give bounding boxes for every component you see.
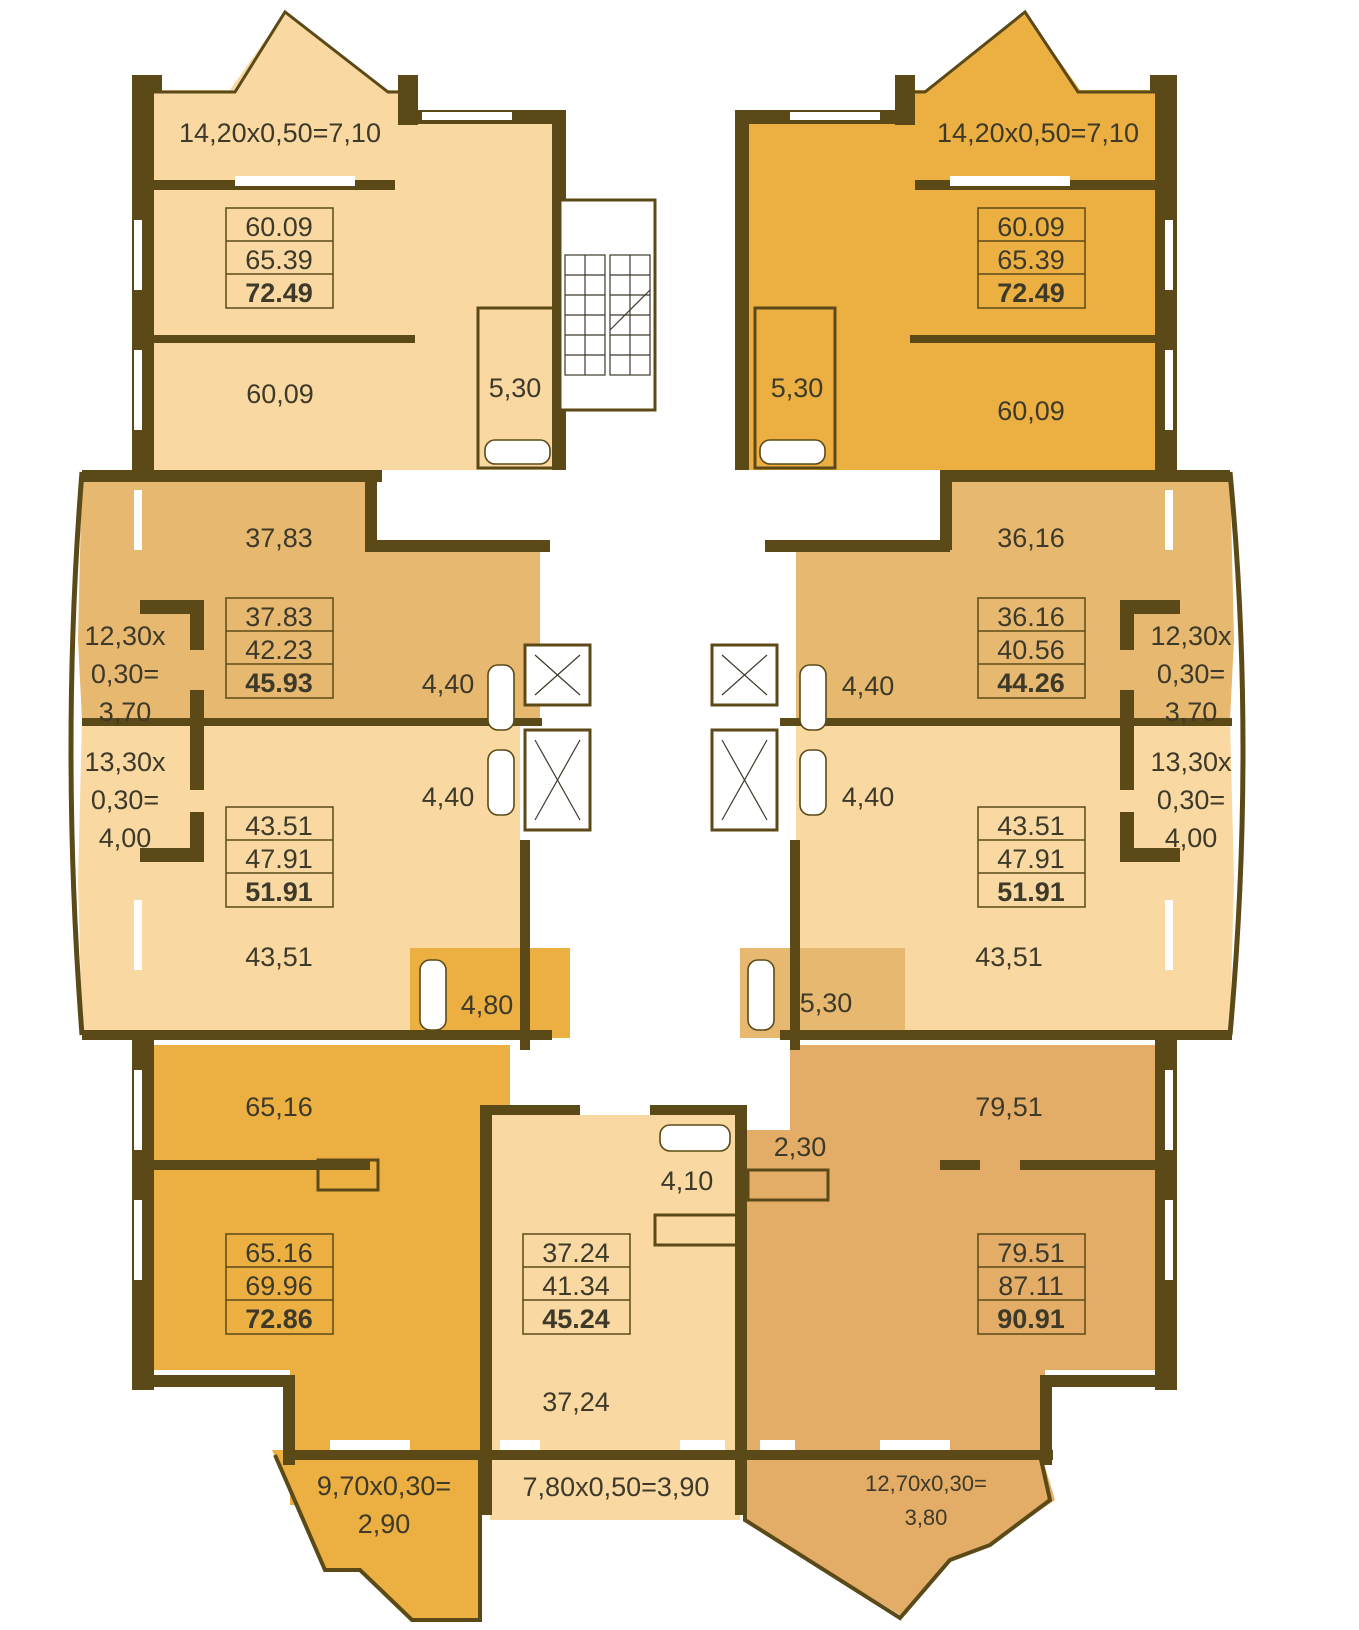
unit-mid-lower-right-bath-b: 5,30: [800, 988, 853, 1018]
unit-mid-upper-left-area-box: 37.83 42.23 45.93: [225, 597, 334, 699]
unit-mid-upper-left-balcony-l1: 12,30x: [84, 621, 166, 651]
unit-bottom-left-balcony-l1: 9,70x0,30=: [317, 1471, 451, 1501]
unit-mid-upper-left-area-living: 37.83: [245, 602, 313, 632]
unit-mid-lower-left-balcony-l1: 13,30x: [84, 747, 166, 777]
unit-top-right-area-total: 65.39: [997, 245, 1065, 275]
unit-mid-upper-right-area-full: 44.26: [997, 668, 1065, 698]
unit-top-left-area-living: 60.09: [245, 212, 313, 242]
unit-mid-lower-left-area-box: 43.51 47.91 51.91: [225, 806, 334, 908]
unit-mid-lower-left-room-area: 43,51: [245, 942, 313, 972]
unit-top-right-bath-area: 5,30: [771, 373, 824, 403]
unit-bottom-right-area-living: 79.51: [997, 1238, 1065, 1268]
unit-bottom-center-bath-area: 4,10: [661, 1166, 714, 1196]
unit-top-right-area-living: 60.09: [997, 212, 1065, 242]
unit-bottom-center-room-area: 37,24: [542, 1387, 610, 1417]
unit-bottom-left-balcony-l2: 2,90: [358, 1509, 411, 1539]
unit-mid-lower-left-area-living: 43.51: [245, 811, 313, 841]
unit-mid-lower-right-balcony-l2: 0,30=: [1157, 785, 1225, 815]
unit-mid-lower-left-balcony-l2: 0,30=: [91, 785, 159, 815]
staircase: [558, 198, 657, 412]
unit-mid-lower-right-area-living: 43.51: [997, 811, 1065, 841]
unit-mid-upper-left-area-full: 45.93: [245, 668, 313, 698]
unit-top-right-floor: [748, 120, 1160, 470]
unit-bottom-right-balcony: [745, 1450, 1055, 1615]
elevators: [523, 643, 779, 832]
unit-mid-lower-left-area-total: 47.91: [245, 844, 313, 874]
unit-mid-lower-right-area-total: 47.91: [997, 844, 1065, 874]
unit-bottom-right-balcony-l2: 3,80: [905, 1505, 948, 1530]
unit-mid-upper-left-bath-area: 4,40: [422, 669, 475, 699]
unit-bottom-right[interactable]: [745, 1045, 1160, 1450]
unit-bottom-right-room-area: 79,51: [975, 1092, 1043, 1122]
unit-bottom-right-area-full: 90.91: [997, 1304, 1065, 1334]
unit-top-right-room-area: 60,09: [997, 396, 1065, 426]
unit-mid-upper-right-balcony-l2: 0,30=: [1157, 659, 1225, 689]
unit-bottom-left-area-total: 69.96: [245, 1271, 313, 1301]
unit-mid-upper-right-area-box: 36.16 40.56 44.26: [977, 597, 1086, 699]
unit-bottom-center-area-box: 37.24 41.34 45.24: [522, 1233, 631, 1335]
unit-top-left-floor: [145, 120, 558, 470]
unit-bottom-left-balcony: [272, 1450, 480, 1618]
unit-mid-lower-left[interactable]: [78, 720, 520, 1040]
unit-top-left-balcony-label: 14,20x0,50=7,10: [179, 118, 381, 148]
unit-bottom-left-room-area: 65,16: [245, 1092, 313, 1122]
unit-bottom-left[interactable]: [145, 1045, 510, 1505]
unit-bottom-center-area-total: 41.34: [542, 1271, 610, 1301]
unit-mid-lower-right-bath-a: 4,40: [842, 782, 895, 812]
unit-top-left-room-area: 60,09: [246, 379, 314, 409]
unit-mid-upper-right-balcony-l1: 12,30x: [1150, 621, 1232, 651]
unit-mid-lower-right[interactable]: [796, 720, 1234, 1040]
unit-top-left-bath-area: 5,30: [489, 373, 542, 403]
unit-bottom-center-area-full: 45.24: [542, 1304, 610, 1334]
unit-mid-upper-right[interactable]: [796, 470, 1234, 720]
unit-mid-upper-right-area-living: 36.16: [997, 602, 1065, 632]
unit-mid-upper-right-bath-area: 4,40: [842, 671, 895, 701]
unit-mid-upper-left-balcony-l3: 3,70: [99, 697, 152, 727]
unit-bottom-center-area-living: 37.24: [542, 1238, 610, 1268]
unit-bottom-right-balcony-l1: 12,70x0,30=: [865, 1471, 987, 1496]
unit-top-right-area-full: 72.49: [997, 278, 1065, 308]
unit-bottom-center[interactable]: [490, 1115, 740, 1450]
unit-bottom-left-area-box: 65.16 69.96 72.86: [225, 1233, 334, 1335]
unit-mid-lower-right-balcony-l1: 13,30x: [1150, 747, 1232, 777]
unit-mid-lower-right-room-area: 43,51: [975, 942, 1043, 972]
unit-bottom-right-area-box: 79.51 87.11 90.91: [977, 1233, 1086, 1335]
unit-bottom-center-balcony-label: 7,80x0,50=3,90: [523, 1472, 710, 1502]
unit-mid-upper-left-area-total: 42.23: [245, 635, 313, 665]
unit-bottom-left-area-full: 72.86: [245, 1304, 313, 1334]
unit-top-left-area-full: 72.49: [245, 278, 313, 308]
unit-mid-lower-right-area-box: 43.51 47.91 51.91: [977, 806, 1086, 908]
unit-mid-upper-left-room-area: 37,83: [245, 523, 313, 553]
unit-top-right-balcony-label: 14,20x0,50=7,10: [937, 118, 1139, 148]
unit-mid-lower-left-bath-b: 4,80: [461, 990, 514, 1020]
unit-top-left-area-total: 65.39: [245, 245, 313, 275]
unit-top-left-area-box: 60.09 65.39 72.49: [225, 207, 334, 309]
unit-mid-lower-right-area-full: 51.91: [997, 877, 1065, 907]
bath-fixtures: [316, 306, 837, 1247]
unit-bottom-right-area-total: 87.11: [998, 1271, 1064, 1301]
unit-mid-lower-left-area-full: 51.91: [245, 877, 313, 907]
unit-mid-upper-left-balcony-l2: 0,30=: [91, 659, 159, 689]
unit-mid-upper-right-room-area: 36,16: [997, 523, 1065, 553]
unit-mid-upper-right-area-total: 40.56: [997, 635, 1065, 665]
unit-mid-lower-left-bath-a: 4,40: [422, 782, 475, 812]
unit-bottom-left-area-living: 65.16: [245, 1238, 313, 1268]
unit-mid-upper-right-balcony-l3: 3,70: [1165, 697, 1218, 727]
windows: [134, 112, 1173, 1450]
unit-top-right-area-box: 60.09 65.39 72.49: [977, 207, 1086, 309]
unit-bottom-right-wc-area: 2,30: [774, 1132, 827, 1162]
unit-mid-lower-left-balcony-l3: 4,00: [99, 823, 152, 853]
unit-mid-lower-right-balcony-l3: 4,00: [1165, 823, 1218, 853]
unit-mid-upper-left[interactable]: [78, 470, 540, 720]
unit-bottom-center-balcony: [490, 1450, 740, 1520]
